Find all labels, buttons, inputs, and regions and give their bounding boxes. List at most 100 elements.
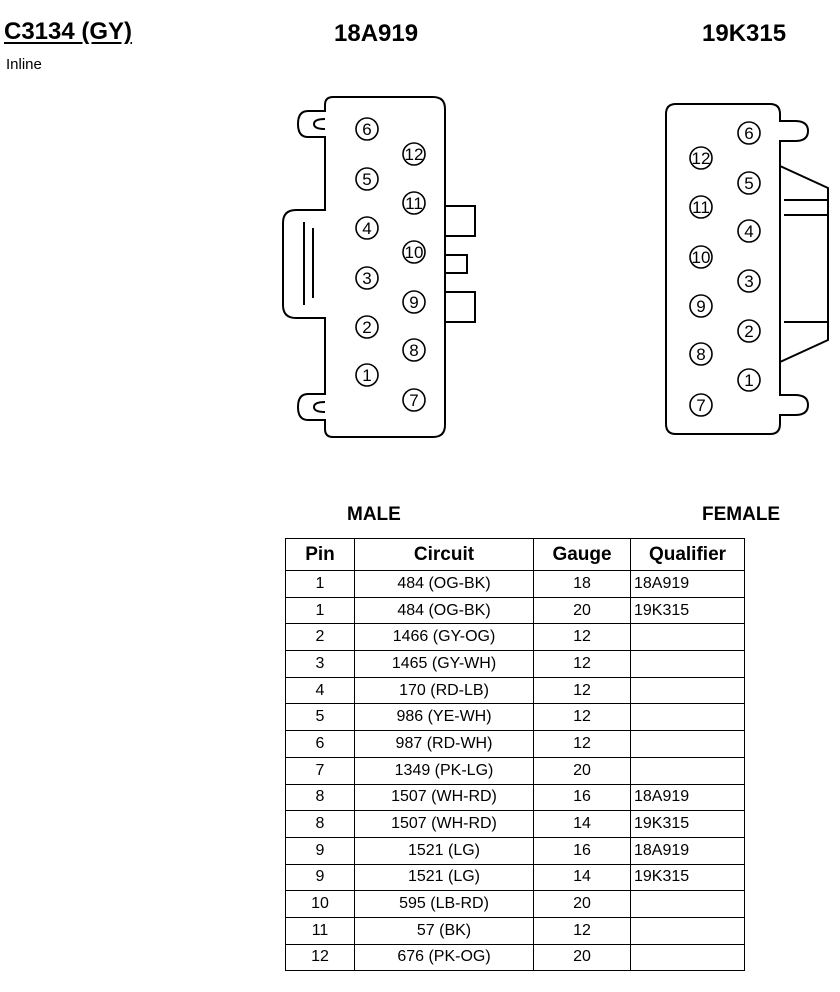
circuit-cell: 1521 (LG) <box>354 863 534 892</box>
female-pin-circle <box>737 171 761 195</box>
female-connector-housing <box>665 103 829 435</box>
male-pin-circle <box>402 388 426 412</box>
connector-location: Inline <box>6 56 42 73</box>
male-pin-label: 9 <box>409 293 418 312</box>
qualifier-cell: 18A919 <box>630 836 745 865</box>
female-pin-circle <box>689 146 713 170</box>
circuit-cell: 595 (LB-RD) <box>354 890 534 918</box>
male-pin-label: 11 <box>405 194 423 213</box>
female-pin-label: 12 <box>692 149 711 168</box>
male-pin-label: 5 <box>362 170 371 189</box>
gauge-cell: 16 <box>533 836 631 865</box>
pin-cell: 10 <box>285 890 355 918</box>
female-pin-label: 11 <box>692 198 710 217</box>
pin-cell: 2 <box>285 623 355 652</box>
female-pin-circle <box>689 393 713 417</box>
female-pin-label: 3 <box>744 272 753 291</box>
circuit-cell: 1507 (WH-RD) <box>354 810 534 838</box>
header-circuit: Circuit <box>354 538 534 571</box>
circuit-cell: 1521 (LG) <box>354 836 534 865</box>
gauge-cell: 12 <box>533 730 631 758</box>
male-pin-circle <box>355 117 379 141</box>
qualifier-cell <box>630 650 745 678</box>
pin-cell: 1 <box>285 570 355 598</box>
male-pin-label: 7 <box>409 391 418 410</box>
circuit-cell: 987 (RD-WH) <box>354 730 534 758</box>
qualifier-cell <box>630 623 745 652</box>
male-pin-circle <box>355 216 379 240</box>
gauge-cell: 12 <box>533 623 631 652</box>
female-pin-circle <box>737 269 761 293</box>
male-pin-circle <box>402 240 426 264</box>
gauge-cell: 12 <box>533 703 631 732</box>
circuit-cell: 1507 (WH-RD) <box>354 783 534 812</box>
male-part-number: 18A919 <box>334 20 419 47</box>
header-pin: Pin <box>285 538 355 571</box>
female-pin-circle <box>689 294 713 318</box>
pin-cell: 6 <box>285 730 355 758</box>
qualifier-cell: 19K315 <box>630 810 745 838</box>
qualifier-cell: 18A919 <box>630 570 745 598</box>
gauge-cell: 20 <box>533 756 631 785</box>
pin-cell: 4 <box>285 676 355 705</box>
gauge-cell: 20 <box>533 890 631 918</box>
gauge-cell: 20 <box>533 943 631 972</box>
male-pin-circle <box>355 266 379 290</box>
female-pin-label: 7 <box>696 396 705 415</box>
male-connector-housing <box>282 96 476 438</box>
female-pin-label: 4 <box>744 222 753 241</box>
gauge-cell: 20 <box>533 596 631 625</box>
table-header-row: Pin Circuit Gauge Qualifier <box>285 538 745 571</box>
gauge-cell: 14 <box>533 810 631 838</box>
pin-cell: 12 <box>285 943 355 972</box>
pin-cell: 9 <box>285 836 355 865</box>
qualifier-cell <box>630 756 745 785</box>
qualifier-cell: 18A919 <box>630 783 745 812</box>
pin-cell: 8 <box>285 810 355 838</box>
pin-cell: 11 <box>285 916 355 945</box>
male-pin-label: 3 <box>362 269 371 288</box>
female-pin-circle <box>737 368 761 392</box>
qualifier-cell <box>630 676 745 705</box>
circuit-cell: 1466 (GY-OG) <box>354 623 534 652</box>
female-pin-circle <box>737 219 761 243</box>
male-pin-label: 1 <box>362 366 371 385</box>
male-pin-label: 4 <box>362 219 371 238</box>
male-pin-circle <box>355 167 379 191</box>
female-pin-label: 5 <box>744 174 753 193</box>
gauge-cell: 14 <box>533 863 631 892</box>
female-pin-circle <box>689 245 713 269</box>
gauge-cell: 16 <box>533 783 631 812</box>
circuit-cell: 676 (PK-OG) <box>354 943 534 972</box>
female-pin-label: 2 <box>744 322 753 341</box>
pin-cell: 8 <box>285 783 355 812</box>
gauge-cell: 12 <box>533 916 631 945</box>
male-pin-circle <box>402 191 426 215</box>
female-pin-circle <box>689 342 713 366</box>
qualifier-cell <box>630 943 745 972</box>
female-part-number: 19K315 <box>702 20 787 47</box>
female-pin-label: 9 <box>696 297 705 316</box>
male-pin-label: 10 <box>405 243 424 262</box>
header-gauge: Gauge <box>533 538 631 571</box>
header-qualifier: Qualifier <box>630 538 745 571</box>
female-pin-circle <box>689 195 713 219</box>
male-pin-circle <box>402 142 426 166</box>
pin-cell: 9 <box>285 863 355 892</box>
qualifier-cell: 19K315 <box>630 596 745 625</box>
